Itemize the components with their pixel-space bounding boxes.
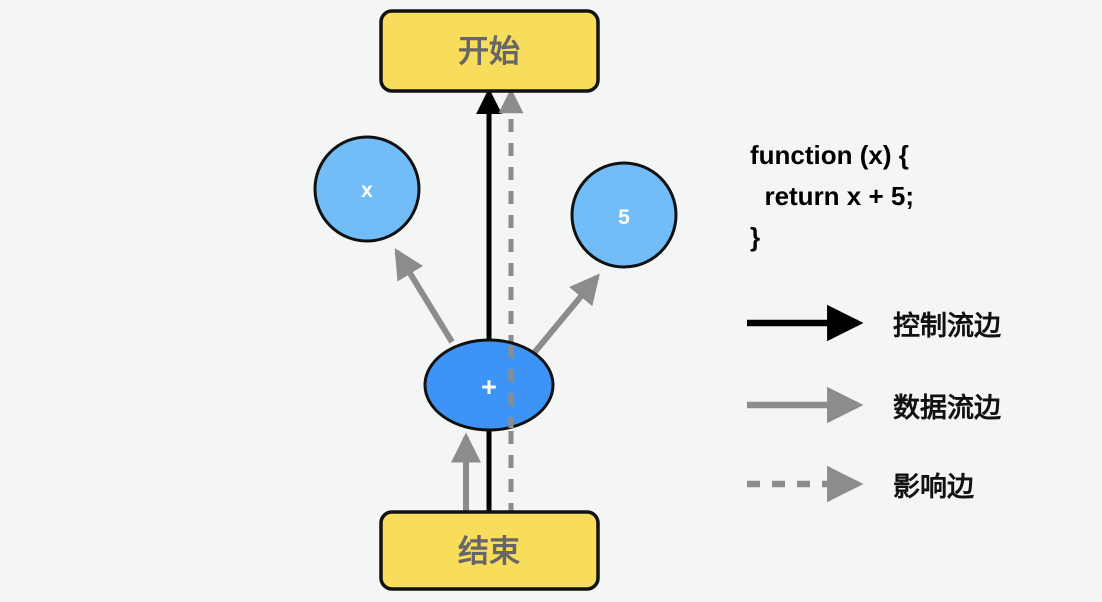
legend-item-control-flow: 控制流边: [747, 304, 1002, 342]
node-x-label: x: [361, 179, 373, 202]
legend-item-data-flow: 数据流边: [747, 386, 1002, 424]
node-end-label: 结束: [458, 534, 520, 570]
node-start[interactable]: 开始: [379, 9, 600, 93]
node-five-label: 5: [618, 206, 630, 229]
node-start-label: 开始: [458, 34, 520, 70]
legend: 控制流边 数据流边 影响边: [747, 304, 1002, 503]
legend-data-flow-label: 数据流边: [893, 393, 1002, 424]
edge-data-flow-plus-to-x: [394, 248, 455, 344]
node-end[interactable]: 结束: [379, 510, 600, 591]
legend-control-flow-label: 控制流边: [893, 311, 1002, 342]
node-end-shape: [379, 510, 600, 591]
edge-data-flow-plus-to-five: [531, 273, 600, 355]
code-snippet: function (x) { return x + 5; }: [750, 140, 914, 252]
node-start-shape: [379, 9, 600, 93]
node-x-shape: [313, 135, 421, 243]
node-plus-shape: [423, 338, 555, 432]
legend-influence-label: 影响边: [893, 471, 975, 503]
node-plus[interactable]: +: [423, 338, 555, 432]
code-line-1: function (x) {: [750, 140, 909, 170]
node-five-shape: [570, 161, 678, 269]
node-x[interactable]: x: [313, 135, 421, 243]
code-line-2: return x + 5;: [750, 181, 914, 211]
node-plus-label: +: [481, 372, 497, 402]
node-five[interactable]: 5: [570, 161, 678, 269]
code-line-3: }: [750, 222, 760, 252]
legend-item-influence: 影响边: [747, 465, 975, 503]
